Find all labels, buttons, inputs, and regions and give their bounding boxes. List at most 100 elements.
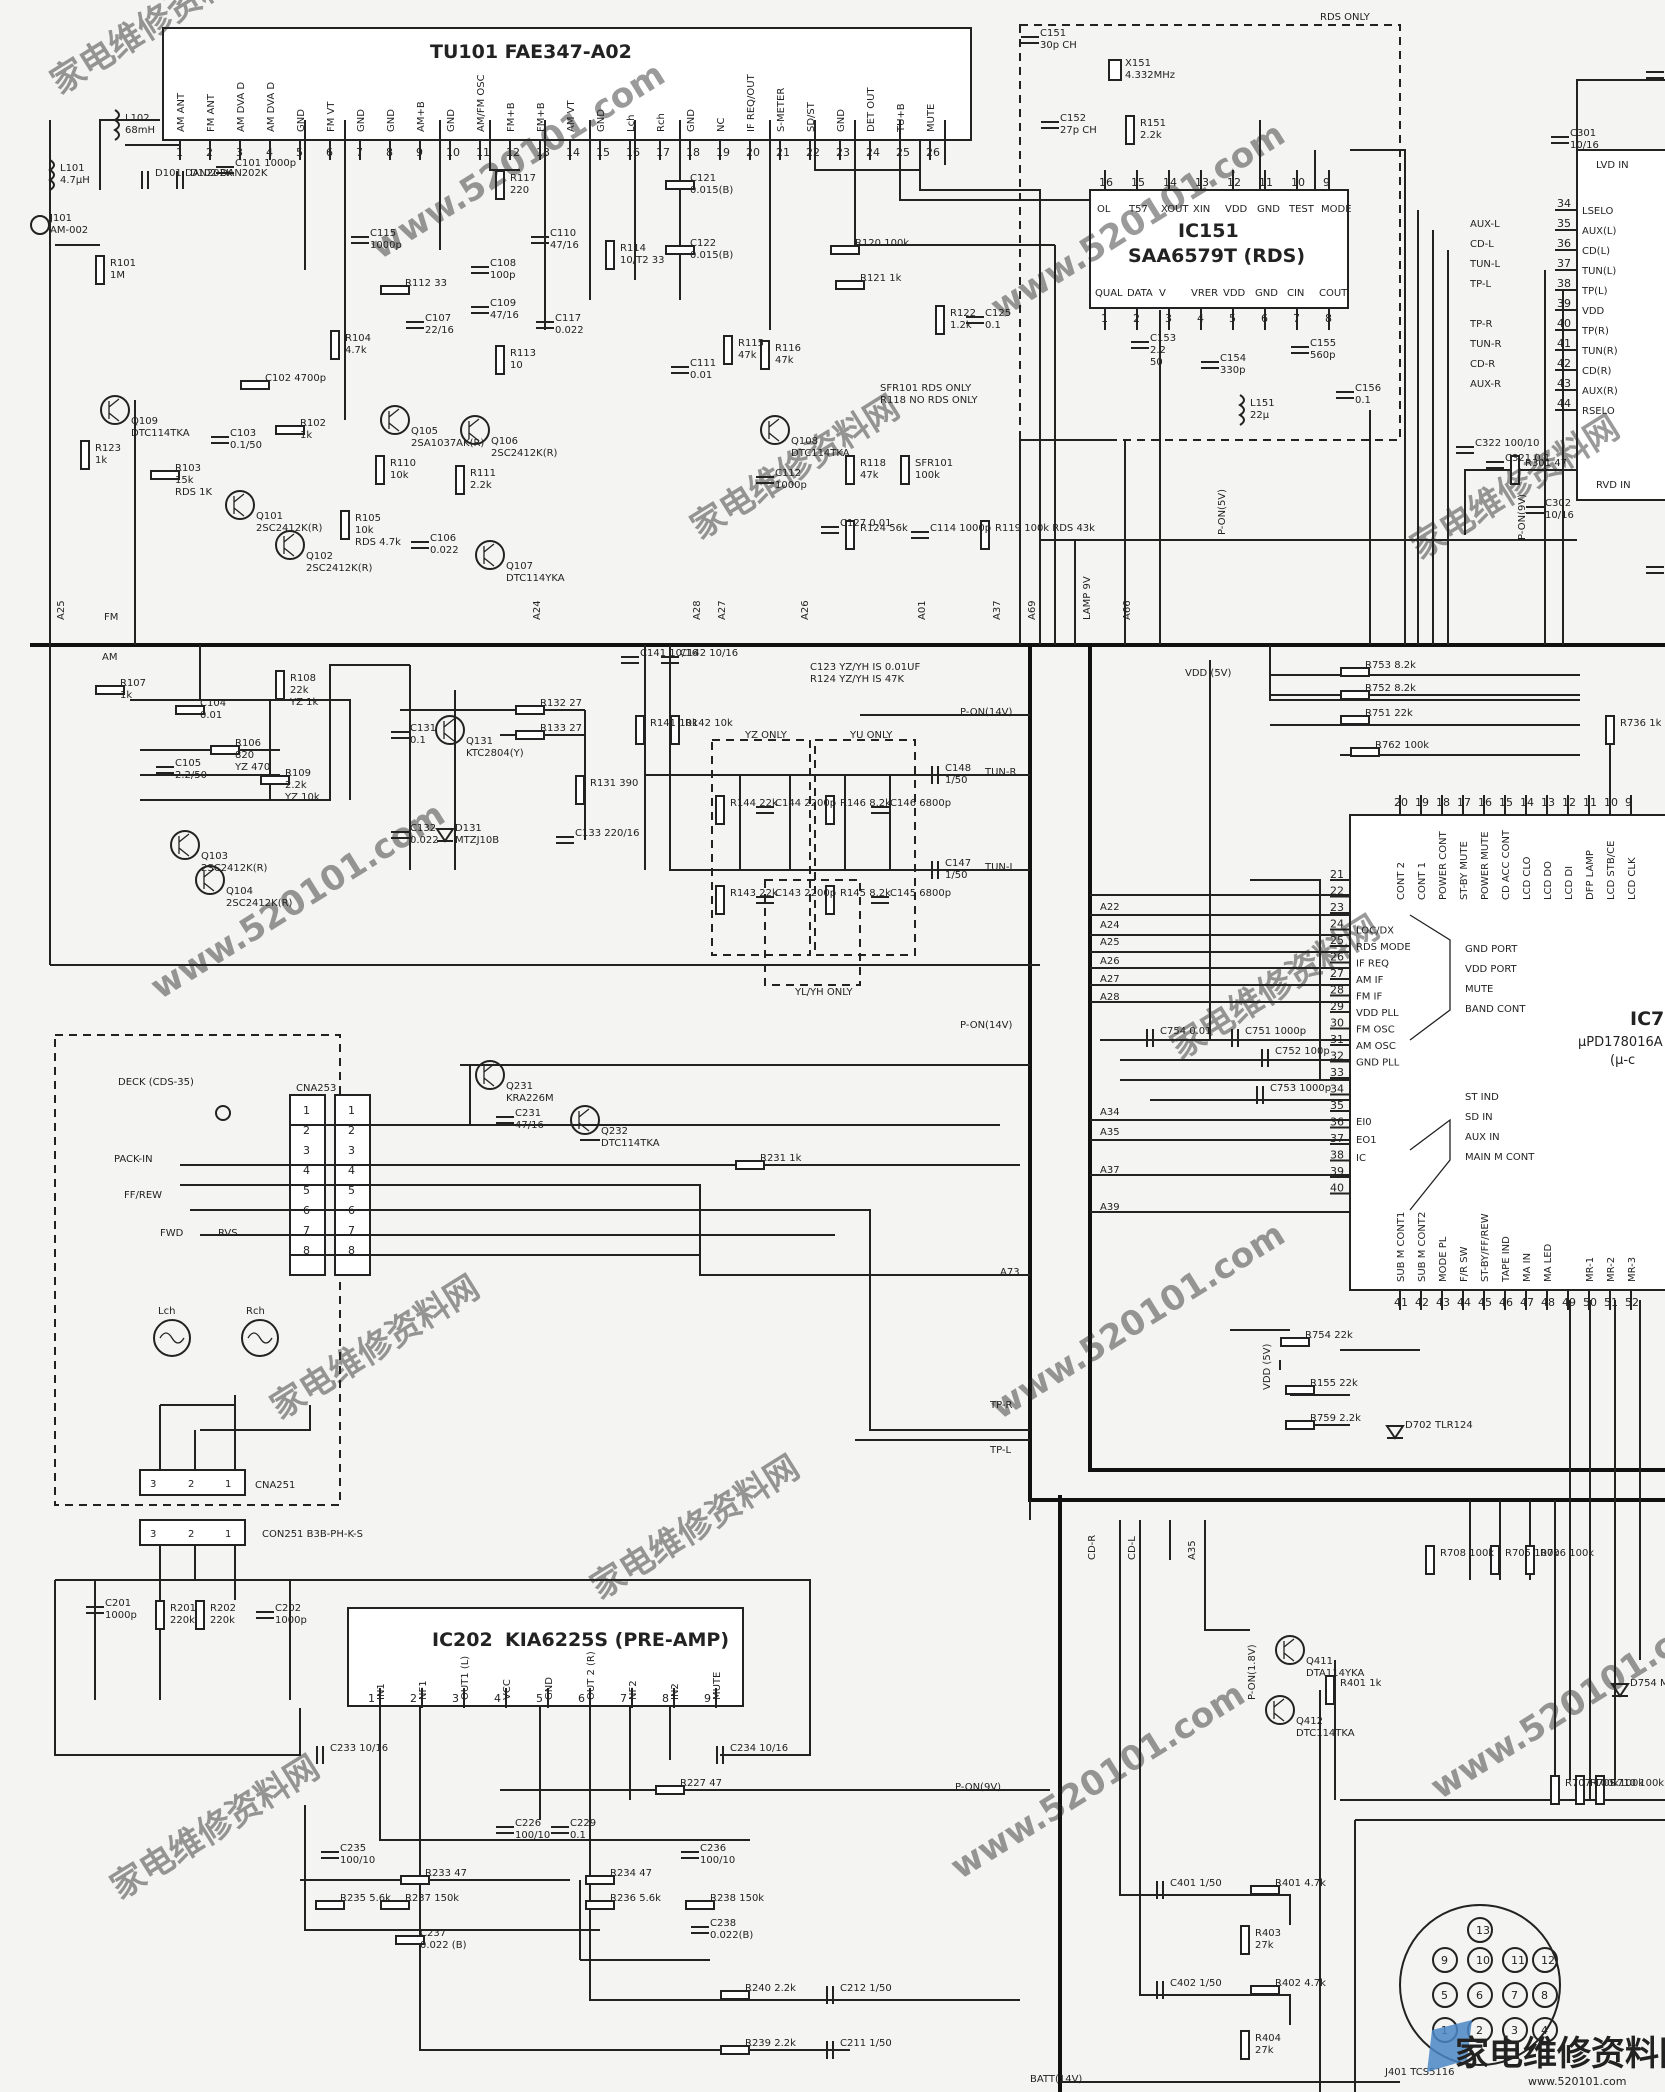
component-c144-label: C144 2200p <box>775 798 836 809</box>
mcu-pin-function: MA LED <box>1543 1243 1554 1282</box>
component-r401-label: R401 1k <box>1340 1678 1382 1689</box>
net-a28b: A28 <box>1100 992 1120 1003</box>
site-logo: 家电维修资料网 www.520101.com <box>1427 2020 1665 2088</box>
transistor-q231-body <box>483 1063 495 1087</box>
din-pin-number: 12 <box>1541 1954 1555 1967</box>
mcu-pin-number: 21 <box>1330 868 1344 881</box>
mcu-pin-number: 28 <box>1330 984 1344 997</box>
component-c145-label: C145 6800p <box>890 888 951 899</box>
component-l101-label: 4.7μH <box>60 175 90 186</box>
component-x151-crystal <box>1108 59 1122 81</box>
component-r111-label: 2.2k <box>470 480 492 491</box>
transistor-q131-label: Q131 <box>466 736 493 747</box>
transistor-q103-body <box>178 833 190 857</box>
tuner-pin-number: 19 <box>716 146 730 159</box>
component-c322-label: C322 100/10 <box>1475 438 1539 449</box>
transistor-q231 <box>475 1060 505 1090</box>
deck-connector-label: CNA253 <box>296 1083 336 1094</box>
tuner-pin-function: Lch <box>626 115 637 132</box>
component-r104-label: R104 <box>345 333 371 344</box>
component-sfr101-label: 100k <box>915 470 940 481</box>
tuner-pin-number: 1 <box>176 146 183 159</box>
rds-pin-number: 14 <box>1163 176 1177 189</box>
mcu-io-label: EO1 <box>1356 1135 1377 1146</box>
component-c302-label: C302 <box>1545 498 1571 509</box>
mcu-pin-function: MODE PL <box>1438 1236 1449 1282</box>
transistor-q104-label: 2SC2412K(R) <box>226 898 293 909</box>
component-c148-label: C148 <box>945 763 971 774</box>
din-pin-number: 9 <box>1441 1954 1448 1967</box>
tuner-pin-function: FM ANT <box>206 93 217 132</box>
component-r102-resistor <box>275 425 305 435</box>
mcu-pin-function: TAPE IND <box>1501 1236 1512 1283</box>
cna251-label: CNA251 <box>255 1480 295 1491</box>
tuner-pin-number: 12 <box>506 146 520 159</box>
component-r123-resistor <box>80 440 90 470</box>
component-j101-label: J101 <box>49 213 72 224</box>
component-r710-label: R710 100k <box>1610 1778 1664 1789</box>
preamp-pin-number: 9 <box>704 1692 711 1705</box>
tuner-pin-function: TU+B <box>896 103 907 133</box>
transistor-q105-body <box>388 408 400 432</box>
tuner-pin-function: FM+B <box>536 102 547 132</box>
component-r403-label: 27k <box>1255 1940 1274 1951</box>
component-c237-label: C237 <box>420 1928 446 1939</box>
transistor-q131-label: KTC2804(Y) <box>466 748 524 759</box>
mcu-group-b-bracket <box>1409 1118 1451 1211</box>
component-r121-label: R121 1k <box>860 273 902 284</box>
component-r102-label: 1k <box>300 430 312 441</box>
mcu-pin-function: MR-2 <box>1606 1257 1617 1282</box>
preamp-pin-number: 4 <box>494 1692 501 1705</box>
component-c152-label: C152 <box>1060 113 1086 124</box>
tuner-pin-function: S-METER <box>776 88 787 132</box>
component-r759-label: R759 2.2k <box>1310 1413 1361 1424</box>
component-c102-resistor <box>240 380 270 390</box>
component-c751-label: C751 1000p <box>1245 1026 1306 1037</box>
mcu-group-a-bracket <box>1409 914 1451 1041</box>
component-r155-label: R155 22k <box>1310 1378 1358 1389</box>
component-r123-label: R123 <box>95 443 121 454</box>
deck-head-lch: Lch <box>158 1306 175 1317</box>
component-r234-label: R234 47 <box>610 1868 652 1879</box>
component-r233-label: R233 47 <box>425 1868 467 1879</box>
component-r114-resistor <box>605 240 615 270</box>
component-r144-label: R144 22k <box>730 798 778 809</box>
net-a26: A26 <box>800 600 811 620</box>
component-d131-label: MTZJ10B <box>455 835 499 846</box>
rds-pin-function: V <box>1159 288 1166 299</box>
component-c102-label: C102 4700p <box>265 373 326 384</box>
tuner-pin-number: 3 <box>236 146 243 159</box>
rds-pins: 16OL15T5714XOUT13XIN12VDD11GND10TEST9MOD… <box>1095 170 1352 330</box>
component-r104-label: 4.7k <box>345 345 367 356</box>
mcu-pin-number: 40 <box>1330 1182 1344 1195</box>
mcu-pin-number: 45 <box>1478 1296 1492 1309</box>
selector-pin-function: TUN(R) <box>1581 346 1618 357</box>
transistor-q231-label: Q231 <box>506 1081 533 1092</box>
component-c127-label: C127 0.01 <box>840 518 892 529</box>
component-r709-label: R709 100k <box>1590 1778 1644 1789</box>
component-c752-label: C752 100p <box>1275 1046 1330 1057</box>
selector-pin-function: AUX(L) <box>1582 226 1616 237</box>
mcu-group-a-label: BAND CONT <box>1465 1004 1526 1015</box>
component-r236-label: R236 5.6k <box>610 1893 661 1904</box>
tuner-pin-function: GND <box>296 109 307 132</box>
con251-label: CON251 B3B-PH-K-S <box>262 1529 363 1540</box>
component-c110-label: C110 <box>550 228 576 239</box>
component-r118-resistor <box>845 455 855 485</box>
mcu-pin-number: 30 <box>1330 1017 1344 1030</box>
component-c147-label: 1/50 <box>945 870 967 881</box>
component-c202-label: C202 <box>275 1603 301 1614</box>
component-r143-label: R143 22k <box>730 888 778 899</box>
transistor-q232-label: DTC114TKA <box>601 1138 660 1149</box>
net-a24b: A24 <box>1100 920 1120 931</box>
mcu-pin-function: SUB M CONT2 <box>1417 1212 1428 1282</box>
ylyh-only-label: YL/YH ONLY <box>794 987 853 998</box>
tuner-pin-number: 5 <box>296 146 303 159</box>
din-pin <box>1467 1947 1493 1973</box>
component-c154-label: 330p <box>1220 365 1245 376</box>
deck-pin-number: 7 <box>348 1224 355 1237</box>
component-r119-resistor <box>980 520 990 550</box>
component-r103-label: RDS 1K <box>175 487 213 498</box>
tuner-pin-function: Rch <box>656 113 667 132</box>
